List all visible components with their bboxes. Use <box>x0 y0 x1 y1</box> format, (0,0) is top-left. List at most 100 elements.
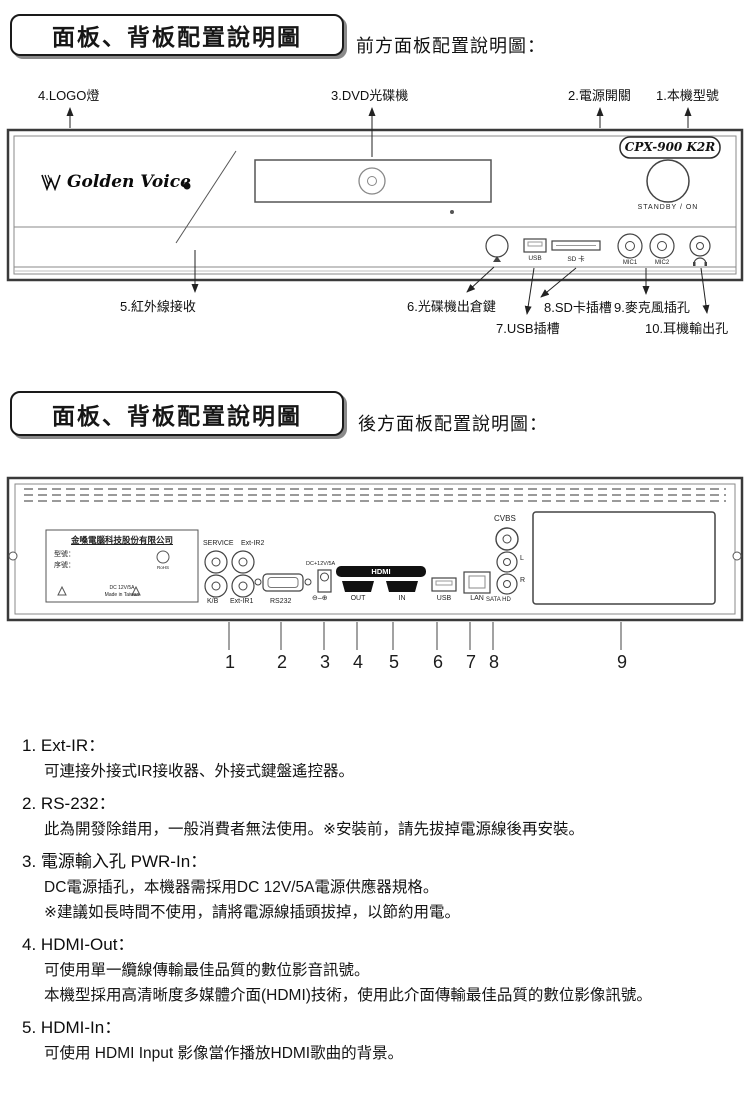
front-subtitle: 前方面板配置說明圖： <box>356 36 546 56</box>
note-5-line: 可使用 HDMI Input 影像當作播放HDMI歌曲的背景。 <box>44 1045 404 1062</box>
note-item-4: 4. HDMI-Out： 可使用單一纜線傳輸最佳品質的數位影音訊號。 本機型採用… <box>22 932 736 1008</box>
dc-spec-label: DC+12V/5A <box>306 561 336 567</box>
callout-mic-label: 9.麥克風插孔 <box>614 300 690 315</box>
service-label: SERVICE <box>203 540 234 547</box>
rear-callout-lines <box>228 622 622 650</box>
rear-number-1: 1 <box>224 652 235 672</box>
sd-slot-label: SD 卡 <box>567 256 585 263</box>
note-2-number: 2. <box>22 794 37 813</box>
callout-model-label: 1.本機型號 <box>656 88 719 103</box>
usb-front-label: USB <box>528 255 542 262</box>
sd-card-slot <box>551 240 601 251</box>
callout-logo-label: 4.LOGO燈 <box>38 88 100 103</box>
note-4-title: HDMI-Out： <box>40 935 135 954</box>
brand-logo: Golden Voice <box>40 172 191 192</box>
company-name: 金嗓電腦科技股份有限公司 <box>70 535 173 545</box>
note-item-5: 5. HDMI-In： 可使用 HDMI Input 影像當作播放HDMI歌曲的… <box>22 1015 736 1066</box>
section-title-rear: 面板、背板配置說明圖 <box>52 402 302 429</box>
ir-receiver-dot <box>183 182 191 190</box>
note-4-number: 4. <box>22 935 37 954</box>
section-title-box-front: 面板、背板配置說明圖 <box>10 14 344 56</box>
ext-ir1-label: Ext-IR1 <box>230 598 254 605</box>
standby-label: STANDBY / ON <box>637 204 699 211</box>
usb-rear-label: USB <box>436 595 452 602</box>
callout-power-label: 2.電源開關 <box>568 88 631 103</box>
kb-label: K/B <box>207 598 219 605</box>
callout-ir-label: 5.紅外線接收 <box>120 299 196 314</box>
callout-usb-label: 7.USB插槽 <box>496 321 560 336</box>
rear-number-6: 6 <box>432 652 443 672</box>
company-label-plate <box>45 529 199 603</box>
serial-row-label: 序號： <box>54 562 75 569</box>
note-item-1: 1. Ext-IR： 可連接外接式IR接收器、外接式鍵盤遙控器。 <box>22 733 736 784</box>
model-row-label: 型號： <box>54 551 75 558</box>
rohs-mark: RoHS <box>156 565 169 570</box>
note-4-line-2: 本機型採用高清晰度多媒體介面(HDMI)技術，使用此介面傳輸最佳品質的數位影像訊… <box>44 987 652 1004</box>
hdmi-bar-label: HDMI <box>371 567 391 576</box>
sata-hd-label: SATA HD <box>486 597 511 603</box>
section-title-box-rear: 面板、背板配置說明圖 <box>10 391 344 436</box>
ext-ir2-label: Ext-IR2 <box>241 540 265 547</box>
note-3-number: 3. <box>22 852 37 871</box>
brand-name: Golden Voice <box>67 172 191 192</box>
headphone-jack <box>689 235 711 266</box>
rear-number-9: 9 <box>616 652 627 672</box>
hdmi-out-label: OUT <box>350 595 366 602</box>
made-in-text: Made in Taiwan <box>104 592 140 598</box>
hdmi-in-label: IN <box>398 595 406 602</box>
rear-subtitle: 後方面板配置說明圖： <box>358 414 548 434</box>
rear-number-8: 8 <box>488 652 499 672</box>
note-4-line-1: 可使用單一纜線傳輸最佳品質的數位影音訊號。 <box>44 962 370 979</box>
note-1-number: 1. <box>22 736 37 755</box>
lan-port <box>463 571 491 594</box>
note-5-number: 5. <box>22 1018 37 1037</box>
note-1-title: Ext-IR： <box>40 736 106 755</box>
standby-button-circle <box>646 159 690 203</box>
power-spec-text: DC 12V/5A <box>109 585 135 591</box>
dc-polarity-icon: ⊖–⊕ <box>312 595 328 602</box>
callout-phones-label: 10.耳機輸出孔 <box>645 321 729 336</box>
rear-panel-drawing <box>6 476 744 622</box>
rs232-label: RS232 <box>270 598 292 605</box>
front-callout-arrows <box>66 107 710 315</box>
rear-number-3: 3 <box>319 652 330 672</box>
eject-button <box>485 234 509 262</box>
brand-stripes-icon <box>41 174 61 191</box>
note-2-line: 此為開發除錯用，一般消費者無法使用。※安裝前，請先拔掉電源線後再安裝。 <box>44 821 584 838</box>
audio-r-label: R <box>520 577 526 584</box>
mic1-jack <box>617 233 643 259</box>
note-1-line: 可連接外接式IR接收器、外接式鍵盤遙控器。 <box>44 763 355 780</box>
notes-section: 1. Ext-IR： 可連接外接式IR接收器、外接式鍵盤遙控器。 2. RS-2… <box>22 733 736 1073</box>
dc-power-jack <box>317 569 332 593</box>
callout-sd-label: 8.SD卡插槽 <box>544 300 612 315</box>
rear-number-4: 4 <box>352 652 363 672</box>
sata-hd-bay <box>532 511 716 605</box>
av-jacks <box>495 527 519 595</box>
callout-eject-label: 6.光碟機出倉鍵 <box>407 299 496 314</box>
audio-l-label: L <box>520 555 524 562</box>
callout-dvd-label: 3.DVD光碟機 <box>331 88 409 103</box>
front-panel-drawing <box>6 128 744 282</box>
note-3-line-1: DC電源插孔，本機器需採用DC 12V/5A電源供應器規格。 <box>44 879 439 896</box>
rear-number-2: 2 <box>276 652 287 672</box>
note-3-line-2: ※建議如長時間不使用，請將電源線插頭拔掉，以節約用電。 <box>44 904 460 921</box>
mic2-jack <box>649 233 675 259</box>
rear-number-5: 5 <box>388 652 399 672</box>
note-item-2: 2. RS-232： 此為開發除錯用，一般消費者無法使用。※安裝前，請先拔掉電源… <box>22 791 736 842</box>
dvd-slot <box>254 159 492 214</box>
note-item-3: 3. 電源輸入孔 PWR-In： DC電源插孔，本機器需採用DC 12V/5A電… <box>22 849 736 925</box>
lan-label: LAN <box>470 595 484 602</box>
note-2-title: RS-232： <box>40 794 116 813</box>
model-badge-outline <box>619 136 721 159</box>
section-title-front: 面板、背板配置說明圖 <box>52 24 302 50</box>
mic2-label: MIC2 <box>654 260 670 266</box>
service-ext-ir-jacks <box>204 550 255 598</box>
note-3-title: 電源輸入孔 PWR-In： <box>40 852 208 871</box>
usb-port-front <box>523 238 547 253</box>
note-5-title: HDMI-In： <box>40 1018 122 1037</box>
rear-number-7: 7 <box>465 652 476 672</box>
hdmi-ports <box>336 566 426 592</box>
cvbs-label: CVBS <box>494 514 516 523</box>
